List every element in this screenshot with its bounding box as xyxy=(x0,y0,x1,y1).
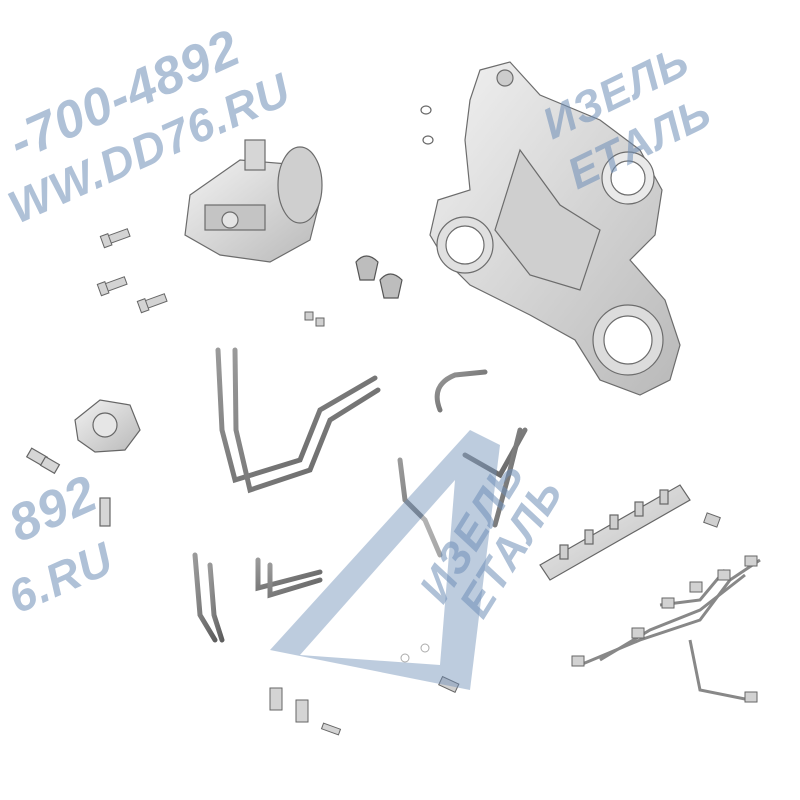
small-fittings xyxy=(304,311,721,693)
fuel-return-lines xyxy=(192,347,528,643)
injector-lines xyxy=(579,558,761,702)
o-rings-top xyxy=(420,105,434,145)
bolts-group xyxy=(96,228,168,314)
brand-logo-watermark xyxy=(270,430,500,690)
clamps xyxy=(355,255,403,299)
fuel-filter-head xyxy=(25,399,141,527)
high-pressure-fuel-pump xyxy=(184,139,323,263)
bottom-small-parts xyxy=(269,643,430,736)
timing-gear-cover xyxy=(429,61,681,396)
fuel-rail xyxy=(539,484,691,581)
injector-line-nuts xyxy=(571,555,758,703)
